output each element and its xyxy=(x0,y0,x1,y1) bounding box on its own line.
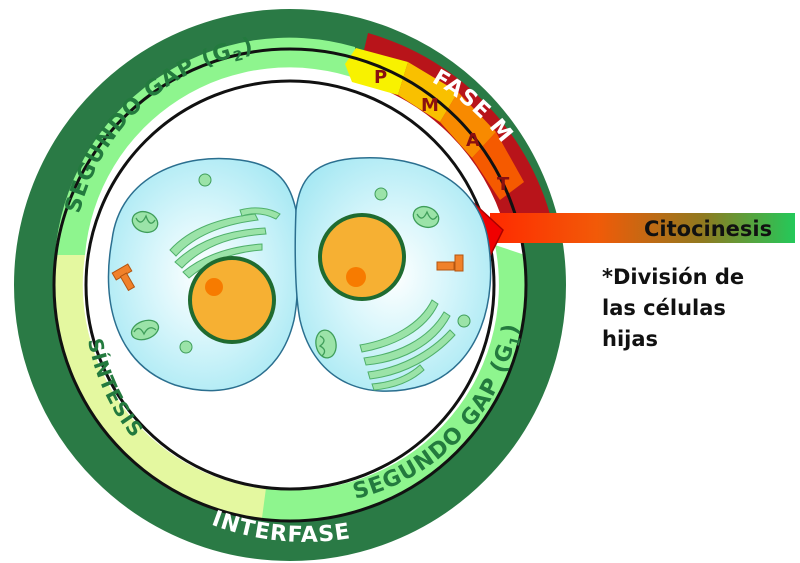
phase-t-segment xyxy=(472,132,524,200)
phase-t-label: T xyxy=(497,174,510,195)
daughter-cells-note: *División de las células hijas xyxy=(602,262,792,355)
centrioles xyxy=(111,254,464,292)
citocinesis-bar xyxy=(490,213,795,243)
g2-band xyxy=(55,37,360,256)
phase-m-label: M xyxy=(421,95,439,116)
phase-a-segment xyxy=(440,92,496,158)
vesicles xyxy=(179,173,471,354)
phase-a-label: A xyxy=(466,130,480,151)
note-line-2: las células xyxy=(602,296,726,320)
g1-band xyxy=(262,245,527,520)
note-line-3: hijas xyxy=(602,327,659,351)
right-nucleus xyxy=(318,213,406,301)
note-line-1: *División de xyxy=(602,265,745,289)
interfase-ring xyxy=(14,9,566,561)
left-nucleus xyxy=(188,256,276,344)
outer-boundary xyxy=(52,47,528,523)
citocinesis-label: Citocinesis xyxy=(644,217,772,241)
golgi-right xyxy=(359,299,456,391)
mitochondria xyxy=(130,205,440,359)
phase-p-label: P xyxy=(374,67,387,88)
dividing-cells xyxy=(107,157,492,392)
